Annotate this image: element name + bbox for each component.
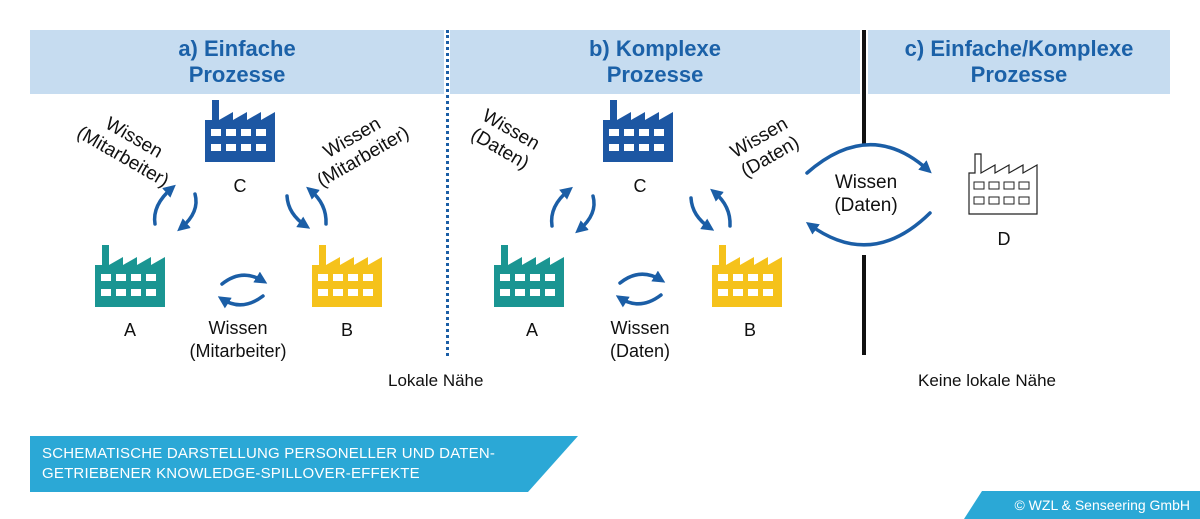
footer-keine-lokale-naehe: Keine lokale Nähe bbox=[918, 371, 1056, 390]
factory-label-c: C bbox=[234, 176, 247, 196]
arrow-c-to-a bbox=[177, 192, 198, 232]
banner-background bbox=[30, 436, 578, 492]
flow-label-b-bottom-line2: (Daten) bbox=[610, 341, 670, 361]
factory-d-icon bbox=[968, 153, 1038, 215]
flow-label-b-right: Wissen (Daten) bbox=[727, 113, 803, 182]
solid-separator-bottom bbox=[862, 255, 866, 355]
factory-c-icon bbox=[603, 100, 673, 162]
arrow-cycle-top bbox=[805, 143, 932, 175]
factory-label-b: B bbox=[341, 320, 353, 340]
arrow-a-to-c bbox=[152, 184, 176, 226]
arrow-b-to-a bbox=[615, 293, 663, 308]
header-einfache-komplexe-prozesse: c) Einfache/Komplexe Prozesse bbox=[868, 30, 1170, 94]
caption-banner: SCHEMATISCHE DARSTELLUNG PERSONELLER UND… bbox=[30, 436, 578, 492]
factory-label-a: A bbox=[526, 320, 538, 340]
header-einfache-prozesse: a) Einfache Prozesse bbox=[30, 30, 444, 94]
flow-label-a-bottom-line2: (Mitarbeiter) bbox=[189, 341, 286, 361]
flow-label-a-bottom-line1: Wissen bbox=[208, 318, 267, 338]
arrow-c-to-b bbox=[689, 196, 715, 231]
copyright-background bbox=[964, 491, 1200, 519]
diagram-canvas: C A B C A B D Wissen (Mitarbeiter) Wisse… bbox=[73, 100, 1038, 361]
factory-b-icon bbox=[312, 245, 382, 307]
flow-label-a-right: Wissen (Mitarbeiter) bbox=[314, 113, 413, 191]
flow-label-c-line2: (Daten) bbox=[834, 195, 897, 216]
arrow-a-to-b bbox=[220, 271, 268, 286]
arrow-a-to-c bbox=[549, 186, 573, 228]
dotted-separator bbox=[446, 30, 449, 356]
arrow-c-to-b bbox=[285, 194, 311, 229]
header-b-text: b) Komplexe Prozesse bbox=[588, 36, 722, 87]
factory-c-icon bbox=[205, 100, 275, 162]
factory-label-a: A bbox=[124, 320, 136, 340]
factory-label-d: D bbox=[998, 229, 1011, 249]
copyright-text: © WZL & Senseering GmbH bbox=[1014, 497, 1190, 513]
flow-label-a-left: Wissen (Mitarbeiter) bbox=[73, 113, 172, 191]
header-a-text: a) Einfache Prozesse bbox=[178, 36, 296, 87]
arrow-cycle-bottom bbox=[805, 211, 932, 247]
factory-label-c: C bbox=[634, 176, 647, 196]
arrow-b-to-a bbox=[217, 294, 265, 309]
arrow-b-to-c bbox=[710, 188, 732, 228]
header-c-text: c) Einfache/Komplexe Prozesse bbox=[904, 36, 1134, 87]
arrow-a-to-b bbox=[618, 270, 666, 285]
factory-a-icon bbox=[95, 245, 165, 307]
banner-text: SCHEMATISCHE DARSTELLUNG PERSONELLER UND… bbox=[42, 445, 496, 482]
factory-a-icon bbox=[494, 245, 564, 307]
arrow-b-to-c bbox=[306, 186, 328, 226]
solid-separator-top bbox=[862, 30, 866, 144]
flow-label-b-bottom-line1: Wissen bbox=[610, 318, 669, 338]
footer-lokale-naehe: Lokale Nähe bbox=[388, 371, 484, 390]
flow-label-b-left: Wissen (Daten) bbox=[467, 105, 543, 174]
flow-label-c-line1: Wissen bbox=[835, 172, 897, 193]
factory-label-b: B bbox=[744, 320, 756, 340]
header-komplexe-prozesse: b) Komplexe Prozesse bbox=[450, 30, 860, 94]
copyright-badge: © WZL & Senseering GmbH bbox=[964, 491, 1200, 519]
arrow-c-to-a bbox=[575, 194, 596, 234]
factory-b-icon bbox=[712, 245, 782, 307]
